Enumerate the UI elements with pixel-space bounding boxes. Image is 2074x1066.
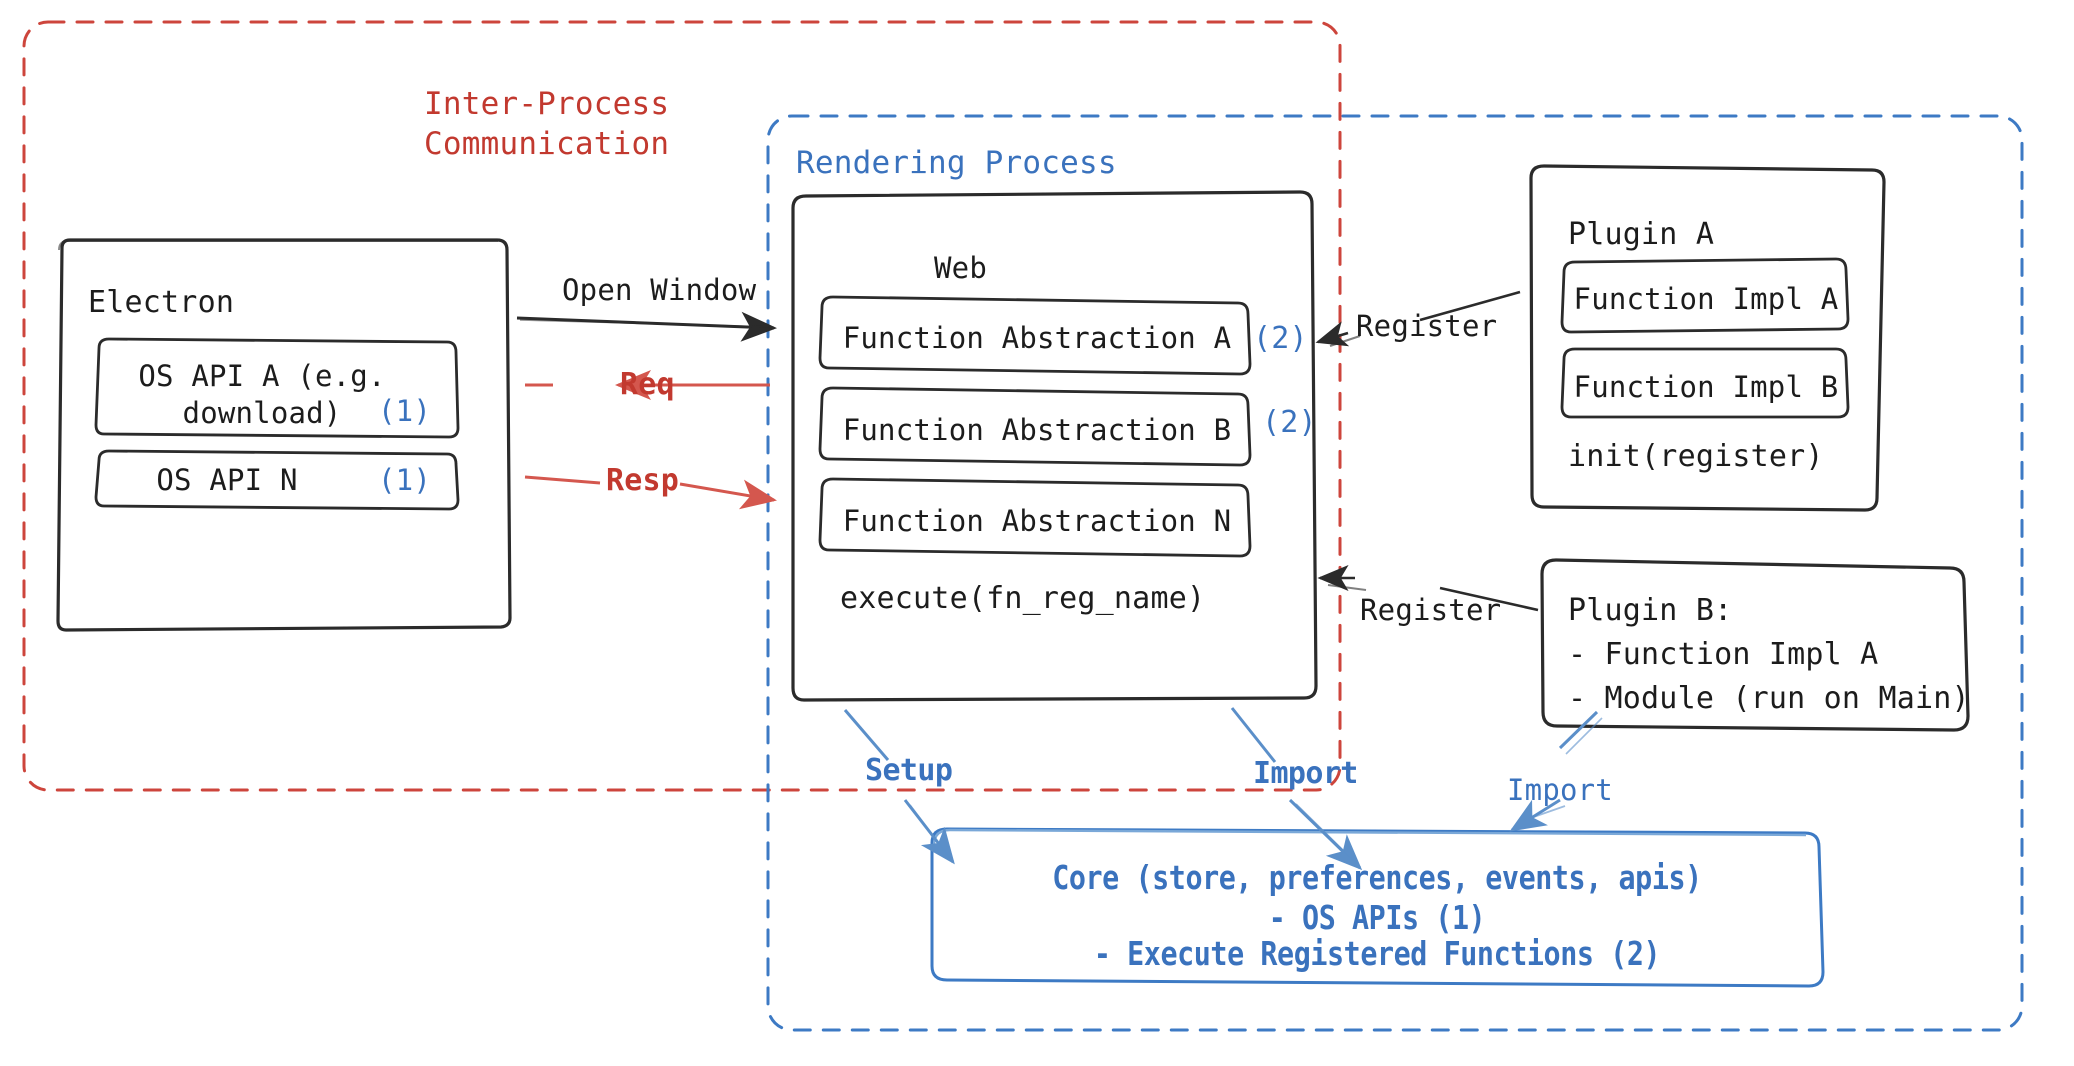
electron-item-label-1: OS API N xyxy=(156,463,298,497)
edge-label-register-plugin-b: Register xyxy=(1360,593,1502,627)
edge-register-plugin-a xyxy=(1315,290,1521,347)
web-title: Web xyxy=(934,251,987,285)
edge-register-plugin-b xyxy=(1317,565,1539,612)
edge-import-web xyxy=(1230,707,1363,871)
node-plugin-b xyxy=(1540,558,1970,732)
edge-label-resp: Resp xyxy=(606,463,680,498)
plugin-b-line-0: Plugin B: xyxy=(1568,593,1733,628)
edge-setup xyxy=(843,709,955,865)
edge-label-open-window: Open Window xyxy=(562,273,757,307)
web-item-label-0: Function Abstraction A xyxy=(842,321,1232,355)
edge-label-register-plugin-a: Register xyxy=(1356,309,1498,343)
electron-item-label-0: OS API A (e.g. download) xyxy=(138,359,386,430)
group-label-rendering-process: Rendering Process xyxy=(796,145,1117,181)
edge-label-import-web: Import xyxy=(1253,756,1358,791)
plugin-a-item-label-1: Function Impl B xyxy=(1573,370,1839,404)
edge-label-setup: Setup xyxy=(865,753,953,788)
web-item-label-2: Function Abstraction N xyxy=(842,504,1232,538)
web-footer: execute(fn_reg_name) xyxy=(840,581,1206,616)
plugin-a-title: Plugin A xyxy=(1568,217,1715,252)
web-item-badge-0: (2) xyxy=(1253,321,1308,356)
edge-import-plugin-b xyxy=(1509,710,1603,832)
plugin-b-line-2: - Module (run on Main) xyxy=(1568,681,1970,716)
plugin-a-footer: init(register) xyxy=(1568,439,1824,474)
core-line-2: - Execute Registered Functions (2) xyxy=(1093,934,1661,973)
web-item-badge-1: (2) xyxy=(1262,405,1317,440)
plugin-a-item-label-0: Function Impl A xyxy=(1573,282,1839,316)
group-inter-process-communication xyxy=(22,20,1342,792)
electron-item-badge-0: (1) xyxy=(378,394,431,428)
web-item-label-1: Function Abstraction B xyxy=(842,413,1232,447)
core-line-0: Core (store, preferences, events, apis) xyxy=(1052,858,1702,897)
electron-item-badge-1: (1) xyxy=(378,463,431,497)
node-electron xyxy=(56,238,512,632)
edge-open-window xyxy=(516,311,777,342)
node-plugin-a xyxy=(1529,164,1886,512)
edge-label-import-plugin-b: Import xyxy=(1507,773,1613,807)
plugin-b-line-1: - Function Impl A xyxy=(1568,637,1879,672)
node-web xyxy=(791,190,1318,702)
edge-label-req: Req xyxy=(620,367,675,402)
electron-title: Electron xyxy=(88,285,235,320)
edge-resp xyxy=(524,475,777,510)
group-label-inter-process-communication: Inter-Process Communication xyxy=(424,86,670,162)
core-line-1: - OS APIs (1) xyxy=(1268,898,1486,937)
